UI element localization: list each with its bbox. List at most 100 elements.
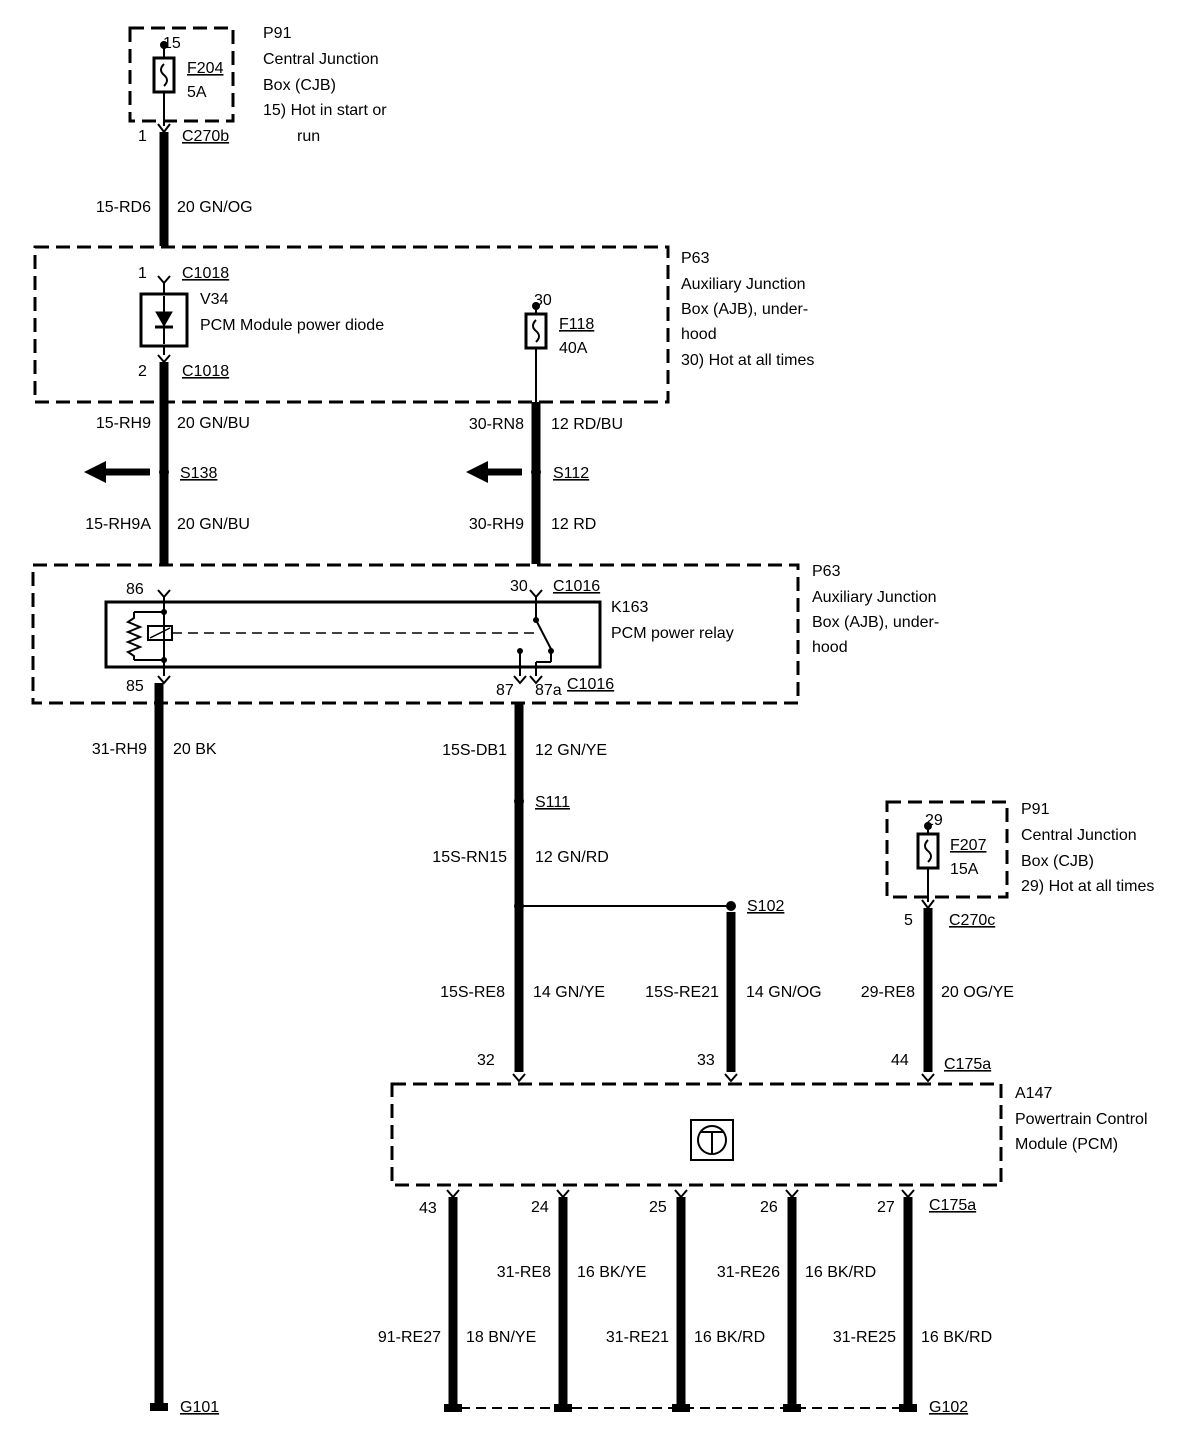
cjb-top-line-3: 15) Hot in start or xyxy=(263,102,387,119)
relay-pin-87: 87 xyxy=(496,682,514,699)
pcm-pin-32: 32 xyxy=(477,1052,495,1069)
c1018-connector-in: C1018 xyxy=(182,265,229,282)
cjb-bottom-line-3: 29) Hot at all times xyxy=(1021,878,1154,895)
splice-s102-label: S102 xyxy=(747,898,784,915)
cjb-bottom-line-2: Box (CJB) xyxy=(1021,853,1094,870)
cjb-top-line-1: Central Junction xyxy=(263,51,379,68)
wire-15s-re8-gauge: 14 GN/YE xyxy=(533,984,605,1001)
wire-15s-re8-circuit: 15S-RE8 xyxy=(440,984,505,1001)
c1018-connector-out: C1018 xyxy=(182,363,229,380)
pcm-pin-26: 26 xyxy=(760,1199,778,1216)
wire-31-re25-gauge: 16 BK/RD xyxy=(921,1329,992,1346)
relay-k163-symbol xyxy=(104,600,602,669)
ground-g102-label: G102 xyxy=(929,1399,968,1416)
splice-s138-label: S138 xyxy=(180,465,217,482)
cjb-bottom-cavity: 29 xyxy=(925,812,943,829)
ajb-top-ref: P63 xyxy=(681,250,710,267)
ajb-top-box xyxy=(33,245,670,404)
pcm-line-1: Powertrain Control xyxy=(1015,1111,1148,1128)
cjb-top-line-2: Box (CJB) xyxy=(263,77,336,94)
wire-15s-rn15-circuit: 15S-RN15 xyxy=(432,849,507,866)
ground-g102-symbol xyxy=(899,1404,917,1412)
splice-s111-label: S111 xyxy=(535,794,570,811)
c175a-connector-in: C175a xyxy=(944,1056,991,1073)
wire-15s-re21-circuit: 15S-RE21 xyxy=(645,984,719,1001)
pcm-pin-27: 27 xyxy=(877,1199,895,1216)
wire-30-rh9-circuit: 30-RH9 xyxy=(469,516,524,533)
ajb-relay-line-1: Auxiliary Junction xyxy=(812,589,937,606)
wire-15-rd6-gauge: 20 GN/OG xyxy=(177,199,253,216)
c1016-connector-top: C1016 xyxy=(553,578,600,595)
fuse-f204-label: F204 xyxy=(187,60,224,77)
splice-s112 xyxy=(531,467,541,477)
wire-91-re27-circuit: 91-RE27 xyxy=(378,1329,441,1346)
wire-31-re21-circuit: 31-RE21 xyxy=(606,1329,669,1346)
wire-91-re27-gauge: 18 BN/YE xyxy=(466,1329,536,1346)
relay-k163-name: PCM power relay xyxy=(611,625,734,642)
pcm-box xyxy=(390,1082,1003,1187)
splice-s111 xyxy=(514,796,524,806)
ajb-relay-ref: P63 xyxy=(812,563,841,580)
s138-arrow xyxy=(84,461,106,483)
c270c-connector: C270c xyxy=(949,912,995,929)
cjb-bottom-ref: P91 xyxy=(1021,801,1050,818)
ajb-top-line-2: Box (AJB), under- xyxy=(681,301,808,318)
c270c-pin: 5 xyxy=(904,912,913,929)
c270b-pin: 1 xyxy=(138,128,147,145)
relay-pin-30: 30 xyxy=(510,578,528,595)
ajb-relay-line-2: Box (AJB), under- xyxy=(812,614,939,631)
wire-15s-db1-circuit: 15S-DB1 xyxy=(442,742,507,759)
fuse-f207-amps: 15A xyxy=(950,861,979,878)
wire-31-re8-circuit: 31-RE8 xyxy=(497,1264,551,1281)
splice-s102 xyxy=(726,901,736,911)
ajb-top-cavity: 30 xyxy=(534,292,552,309)
pcm-ref: A147 xyxy=(1015,1085,1052,1102)
wire-30-rn8-circuit: 30-RN8 xyxy=(469,416,524,433)
wire-31-re25-circuit: 31-RE25 xyxy=(833,1329,896,1346)
ajb-relay-line-3: hood xyxy=(812,639,848,656)
c1018-pin-in: 1 xyxy=(138,265,147,282)
wire-31-re26-circuit: 31-RE26 xyxy=(717,1264,780,1281)
pcm-pin-33: 33 xyxy=(697,1052,715,1069)
fuse-f204-amps: 5A xyxy=(187,84,207,101)
relay-pin-86: 86 xyxy=(126,581,144,598)
ground-g101-label: G101 xyxy=(180,1399,219,1416)
wire-31-rh9-gauge: 20 BK xyxy=(173,741,217,758)
s112-arrow xyxy=(466,461,488,483)
wire-15s-db1-gauge: 12 GN/YE xyxy=(535,742,607,759)
wire-31-re8-gauge: 16 BK/YE xyxy=(577,1264,646,1281)
wire-15s-rn15-gauge: 12 GN/RD xyxy=(535,849,609,866)
relay-coil xyxy=(125,612,143,660)
wire-15s-re21-gauge: 14 GN/OG xyxy=(746,984,822,1001)
c175a-connector-out: C175a xyxy=(929,1197,976,1214)
pcm-line-2: Module (PCM) xyxy=(1015,1136,1118,1153)
wire-15-rh9-circuit: 15-RH9 xyxy=(96,415,151,432)
fuse-f118-amps: 40A xyxy=(559,340,588,357)
ajb-top-line-4: 30) Hot at all times xyxy=(681,352,814,369)
ajb-top-line-1: Auxiliary Junction xyxy=(681,276,806,293)
splice-s138 xyxy=(159,467,169,477)
pcm-pin-44: 44 xyxy=(891,1052,909,1069)
ajb-top-line-3: hood xyxy=(681,326,717,343)
diode-v34-ref: V34 xyxy=(200,291,229,308)
ground-g101-symbol xyxy=(150,1403,168,1411)
fuse-f207-label: F207 xyxy=(950,837,987,854)
wire-31-re21-gauge: 16 BK/RD xyxy=(694,1329,765,1346)
pcm-icon xyxy=(690,1119,734,1161)
wire-15-rh9-gauge: 20 GN/BU xyxy=(177,415,250,432)
cjb-top-ref: P91 xyxy=(263,25,292,42)
wire-15-rh9a-circuit: 15-RH9A xyxy=(85,516,151,533)
relay-pin-85: 85 xyxy=(126,678,144,695)
wire-29-re8-circuit: 29-RE8 xyxy=(861,984,915,1001)
ajb-relay-box xyxy=(31,563,800,705)
wire-15-rh9a-gauge: 20 GN/BU xyxy=(177,516,250,533)
pcm-pin-43: 43 xyxy=(419,1200,437,1217)
relay-pin-87a: 87a xyxy=(535,682,562,699)
cjb-bottom-line-1: Central Junction xyxy=(1021,827,1137,844)
cjb-bottom-box xyxy=(885,800,1009,899)
relay-k163-ref: K163 xyxy=(611,599,648,616)
c270b-connector: C270b xyxy=(182,128,229,145)
pcm-pin-25: 25 xyxy=(649,1199,667,1216)
cjb-top-line-4: run xyxy=(297,128,320,145)
